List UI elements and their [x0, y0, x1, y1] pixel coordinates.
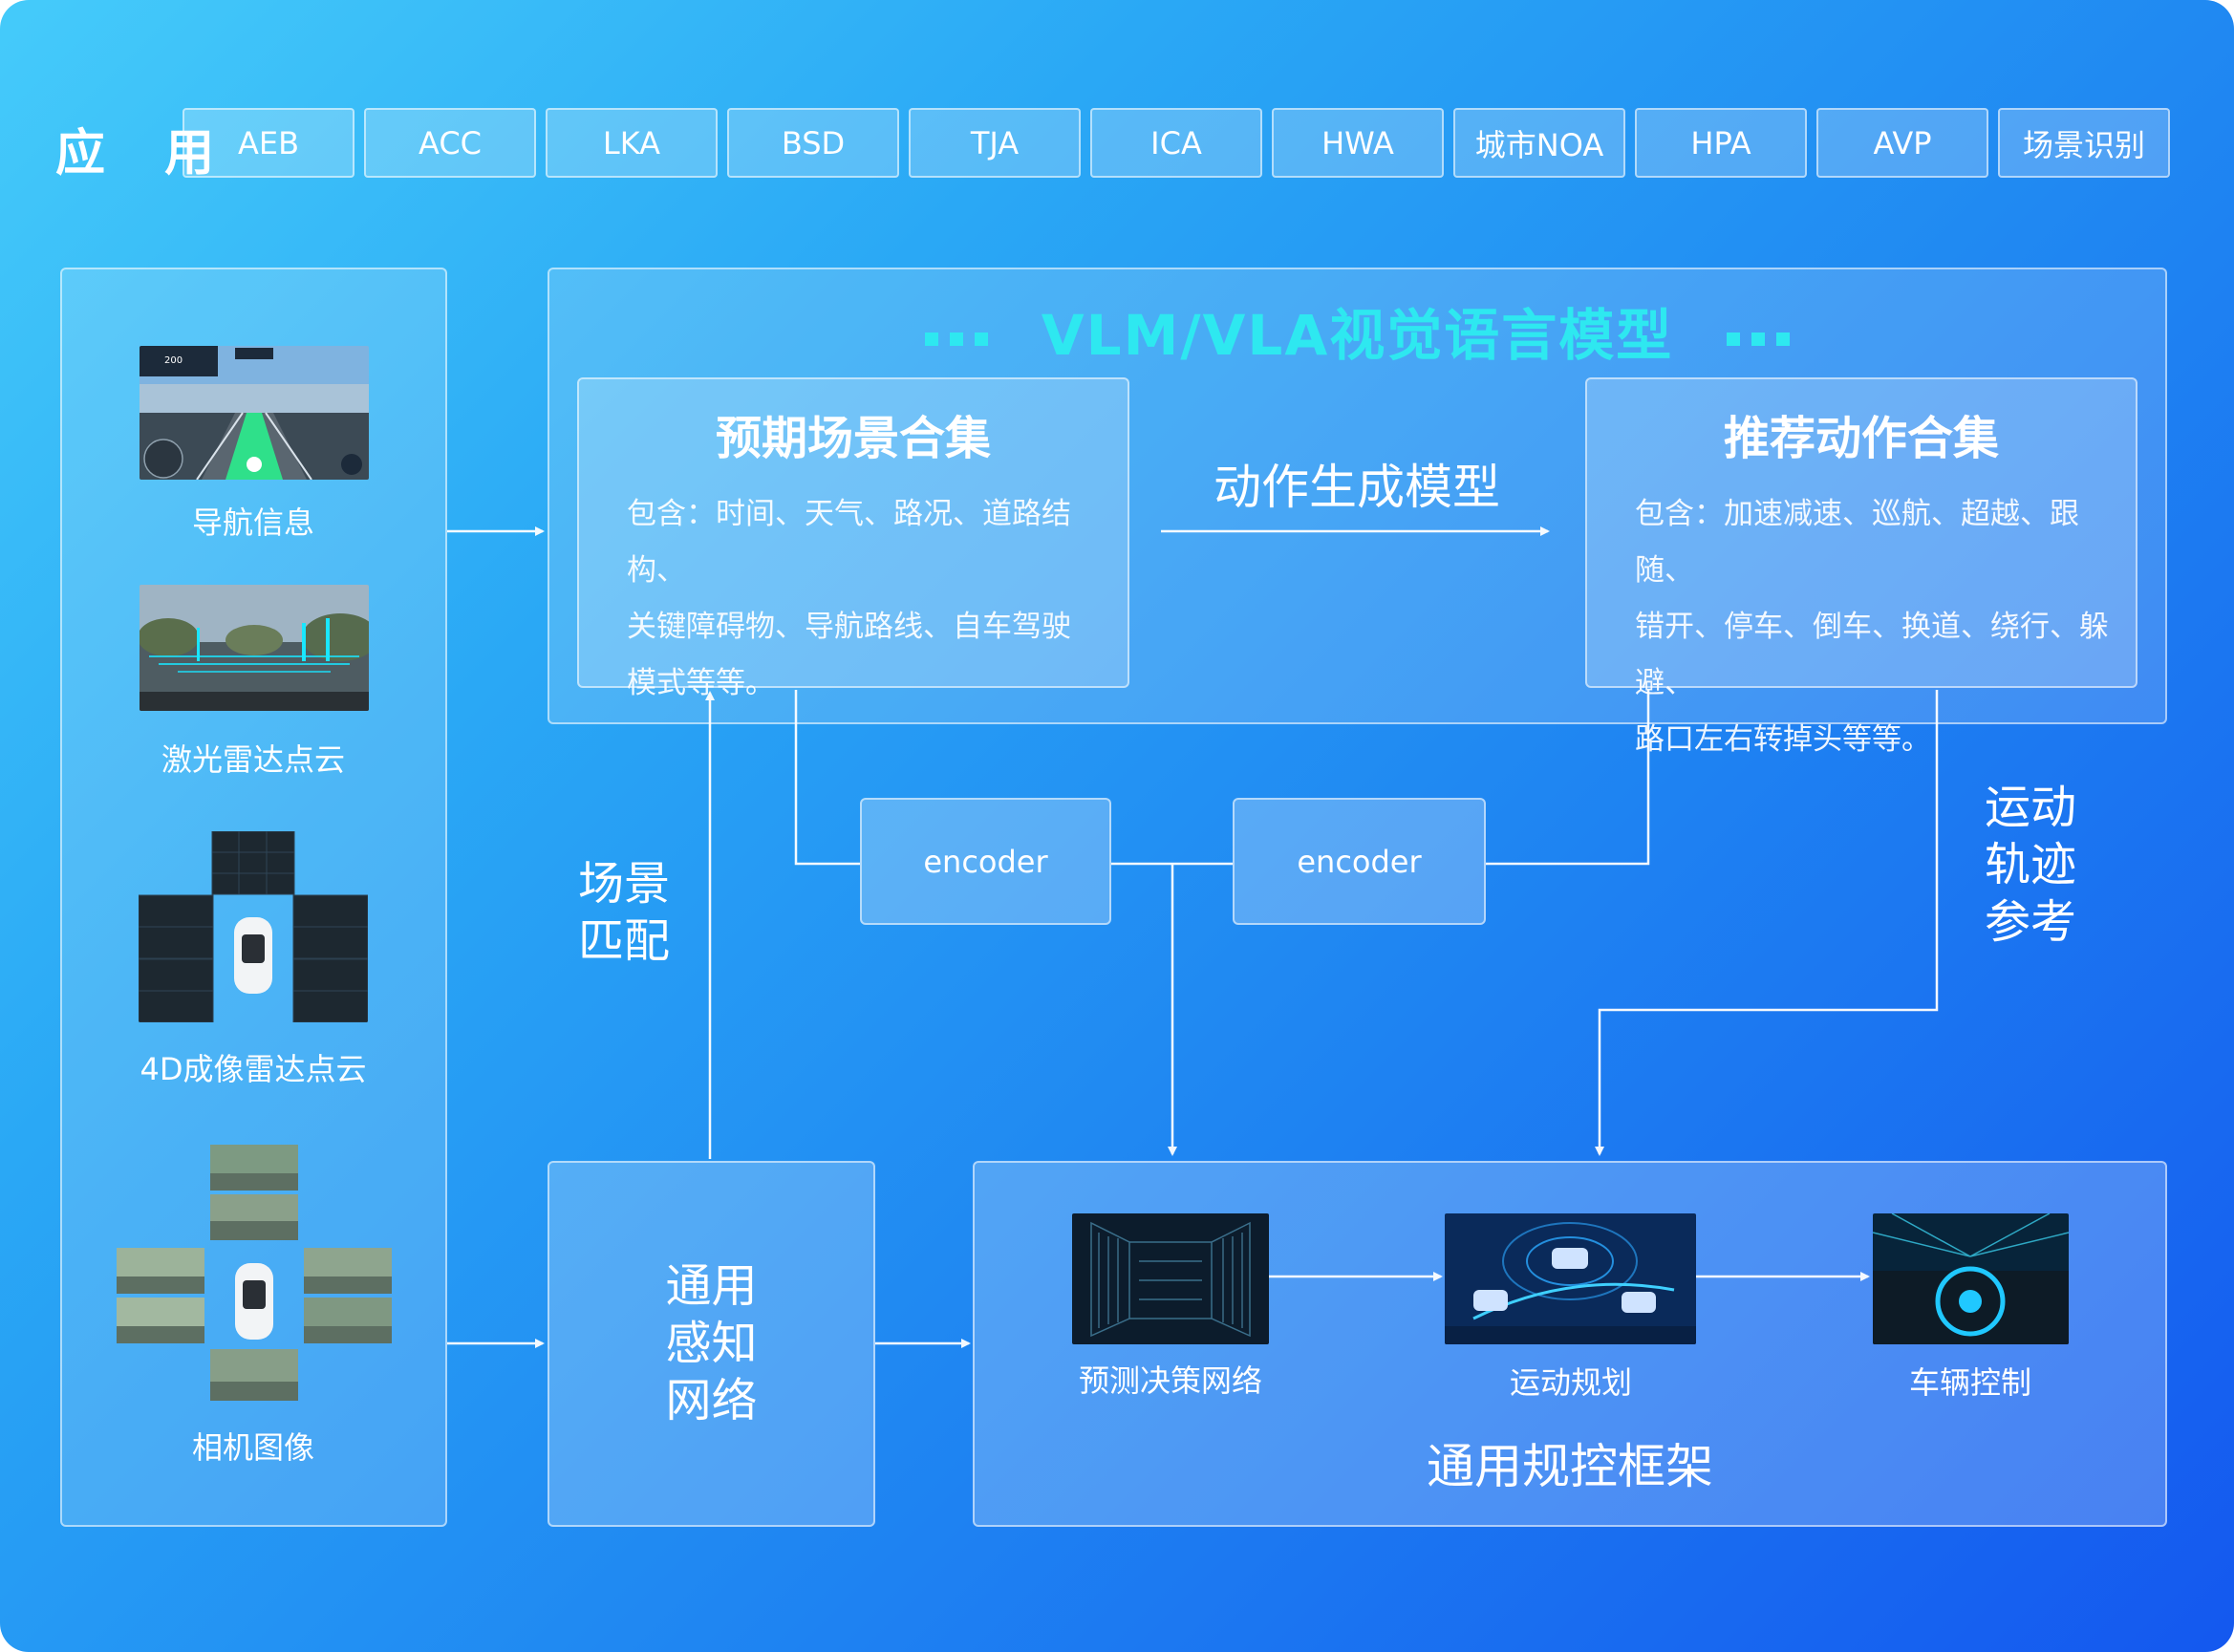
camera-label: 相机图像: [191, 1429, 314, 1466]
navigation-image: 200: [140, 346, 369, 480]
expected-scenario-box: 预期场景合集 包含：时间、天气、路况、道路结构、 关键障碍物、导航路线、自车驾驶…: [577, 377, 1129, 700]
motion-ref-line: 轨迹: [1985, 838, 2077, 891]
app-chip-acc: ACC: [364, 108, 536, 178]
app-chip-hwa: HWA: [1272, 108, 1444, 178]
vehicle-control-label: 车辆控制: [1908, 1364, 2031, 1401]
expected-scenario-title: 预期场景合集: [715, 412, 991, 465]
motion-planning-label: 运动规划: [1509, 1364, 1632, 1401]
expected-line: 关键障碍物、导航路线、自车驾驶: [627, 610, 1071, 644]
app-chip-tja: TJA: [909, 108, 1081, 178]
radar-4d-image: [139, 831, 368, 1022]
decor-square: [974, 332, 988, 346]
app-chip-bsd: BSD: [727, 108, 899, 178]
lidar-image: [140, 585, 369, 711]
app-chip-scene-recognition: 场景识别: [1998, 108, 2170, 178]
perception-line: 感知: [665, 1317, 758, 1370]
motion-ref-line: 参考: [1985, 895, 2077, 949]
control-framework-title: 通用规控框架: [1427, 1439, 1713, 1494]
decor-square: [1751, 332, 1766, 346]
expected-line: 包含：时间、天气、路况、道路结构、: [627, 497, 1071, 588]
expected-line: 模式等等。: [627, 666, 775, 700]
perception-line: 网络: [665, 1374, 758, 1427]
perception-network-label: 通用 感知 网络: [548, 1257, 875, 1429]
scene-match-line: 匹配: [578, 914, 671, 968]
decor-square: [924, 332, 938, 346]
motion-ref-line: 运动: [1985, 781, 2077, 834]
scene-match-line: 场景: [578, 857, 671, 911]
vehicle-control-image: [1873, 1213, 2069, 1344]
app-chip-lka: LKA: [546, 108, 718, 178]
prediction-network-label: 预测决策网络: [1078, 1362, 1262, 1399]
recommended-action-box: 推荐动作合集 包含：加速减速、巡航、超越、跟随、 错开、停车、倒车、换道、绕行、…: [1585, 377, 2137, 757]
decor-square: [949, 332, 963, 346]
scene-match-label: 场景 匹配: [578, 855, 670, 970]
perception-line: 通用: [665, 1259, 758, 1313]
motion-planning-image: [1445, 1213, 1696, 1344]
recommended-line: 包含：加速减速、巡航、超越、跟随、: [1635, 497, 2079, 588]
nav-distance-text: 200: [164, 355, 183, 366]
action-generation-label: 动作生成模型: [1214, 460, 1500, 515]
vlm-title-text: VLM/VLA视觉语言模型: [1041, 303, 1674, 368]
expected-scenario-body: 包含：时间、天气、路况、道路结构、 关键障碍物、导航路线、自车驾驶 模式等等。: [627, 486, 1128, 712]
motion-trajectory-label: 运动 轨迹 参考: [1985, 779, 2076, 951]
app-chip-aeb: AEB: [183, 108, 354, 178]
application-row: AEB ACC LKA BSD TJA ICA HWA 城市NOA HPA AV…: [183, 108, 2170, 178]
app-chip-ica: ICA: [1090, 108, 1262, 178]
vlm-panel: [548, 268, 2167, 724]
decor-square: [1727, 332, 1741, 346]
recommended-action-title: 推荐动作合集: [1723, 412, 1999, 465]
vlm-title: VLM/VLA视觉语言模型: [548, 290, 2167, 371]
recommended-line: 路口左右转掉头等等。: [1635, 722, 1931, 757]
prediction-network-image: [1072, 1213, 1269, 1344]
app-chip-city-noa: 城市NOA: [1453, 108, 1625, 178]
recommended-action-body: 包含：加速减速、巡航、超越、跟随、 错开、停车、倒车、换道、绕行、躲避、 路口左…: [1635, 486, 2136, 768]
app-chip-hpa: HPA: [1635, 108, 1807, 178]
lidar-label: 激光雷达点云: [161, 741, 345, 778]
perception-network-box: [548, 1161, 875, 1527]
navigation-label: 导航信息: [191, 504, 314, 541]
encoder-box-right: encoder: [1233, 798, 1486, 925]
app-chip-avp: AVP: [1816, 108, 1988, 178]
camera-image: [117, 1145, 392, 1401]
application-title: 应 用: [55, 125, 236, 182]
recommended-line: 错开、停车、倒车、换道、绕行、躲避、: [1635, 610, 2109, 700]
encoder-box-left: encoder: [860, 798, 1111, 925]
radar-4d-label: 4D成像雷达点云: [140, 1051, 367, 1087]
decor-square: [1776, 332, 1791, 346]
